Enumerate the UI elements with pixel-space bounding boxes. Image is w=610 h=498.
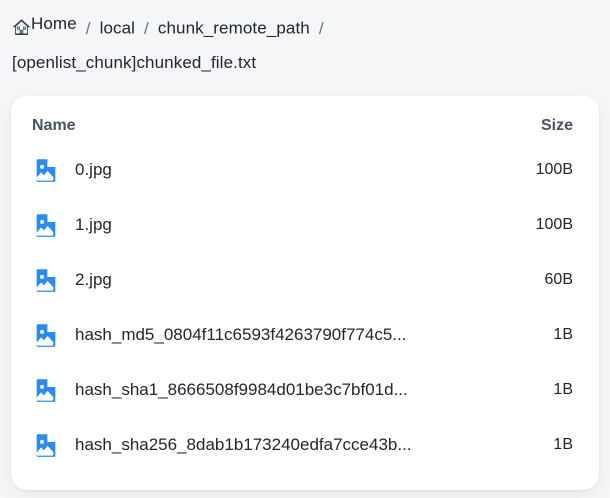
breadcrumb-item-home-label[interactable]: Home	[31, 14, 77, 33]
image-file-icon	[32, 376, 60, 404]
table-row[interactable]: hash_sha1_8666508f9984d01be3c7bf01d... 1…	[11, 362, 599, 417]
file-size: 100B	[535, 215, 573, 233]
breadcrumb-item-home[interactable]: Home	[12, 7, 77, 41]
file-name[interactable]: 0.jpg	[75, 159, 112, 179]
file-size: 1B	[553, 325, 573, 343]
table-row[interactable]: hash_md5_0804f11c6593f4263790f774c5... 1…	[11, 307, 599, 362]
file-name[interactable]: hash_sha1_8666508f9984d01be3c7bf01d...	[75, 379, 408, 399]
column-header-name[interactable]: Name	[32, 117, 76, 134]
file-size: 60B	[544, 270, 573, 288]
breadcrumb-item-chunked-file[interactable]: [openlist_chunk]chunked_file.txt	[12, 52, 257, 72]
table-row[interactable]: hash_sha256_8dab1b173240edfa7cce43b... 1…	[11, 417, 599, 472]
table-row[interactable]: 0.jpg 100B	[11, 142, 599, 197]
table-row[interactable]: 2.jpg 60B	[11, 252, 599, 307]
breadcrumb-separator-3: /	[318, 18, 324, 38]
column-header-size[interactable]: Size	[540, 117, 573, 134]
image-file-icon	[32, 431, 60, 459]
breadcrumb-item-chunk-remote-path[interactable]: chunk_remote_path	[157, 18, 310, 38]
table-header-row: Name Size	[11, 96, 599, 134]
image-file-icon	[32, 266, 60, 294]
table-row[interactable]: 1.jpg 100B	[11, 197, 599, 252]
file-name[interactable]: hash_sha256_8dab1b173240edfa7cce43b...	[75, 434, 412, 454]
breadcrumb: Home / local / chunk_remote_path / [openlist…	[0, 0, 610, 80]
file-size: 1B	[553, 380, 573, 398]
file-name[interactable]: 2.jpg	[75, 269, 112, 289]
home-icon	[12, 15, 31, 35]
breadcrumb-separator-2: /	[144, 18, 149, 38]
image-file-icon	[32, 156, 60, 184]
file-list: 0.jpg 100B 1.jpg 100B	[11, 134, 599, 472]
breadcrumb-separator-1: /	[85, 18, 91, 38]
file-name[interactable]: hash_md5_0804f11c6593f4263790f774c5...	[75, 324, 407, 344]
file-size: 100B	[535, 160, 573, 178]
breadcrumb-item-local[interactable]: local	[99, 18, 136, 38]
image-file-icon	[32, 211, 60, 239]
image-file-icon	[32, 321, 60, 349]
file-size: 1B	[553, 435, 573, 453]
file-list-card: Name Size 0.jpg 100B	[11, 96, 599, 490]
file-name[interactable]: 1.jpg	[75, 214, 112, 234]
